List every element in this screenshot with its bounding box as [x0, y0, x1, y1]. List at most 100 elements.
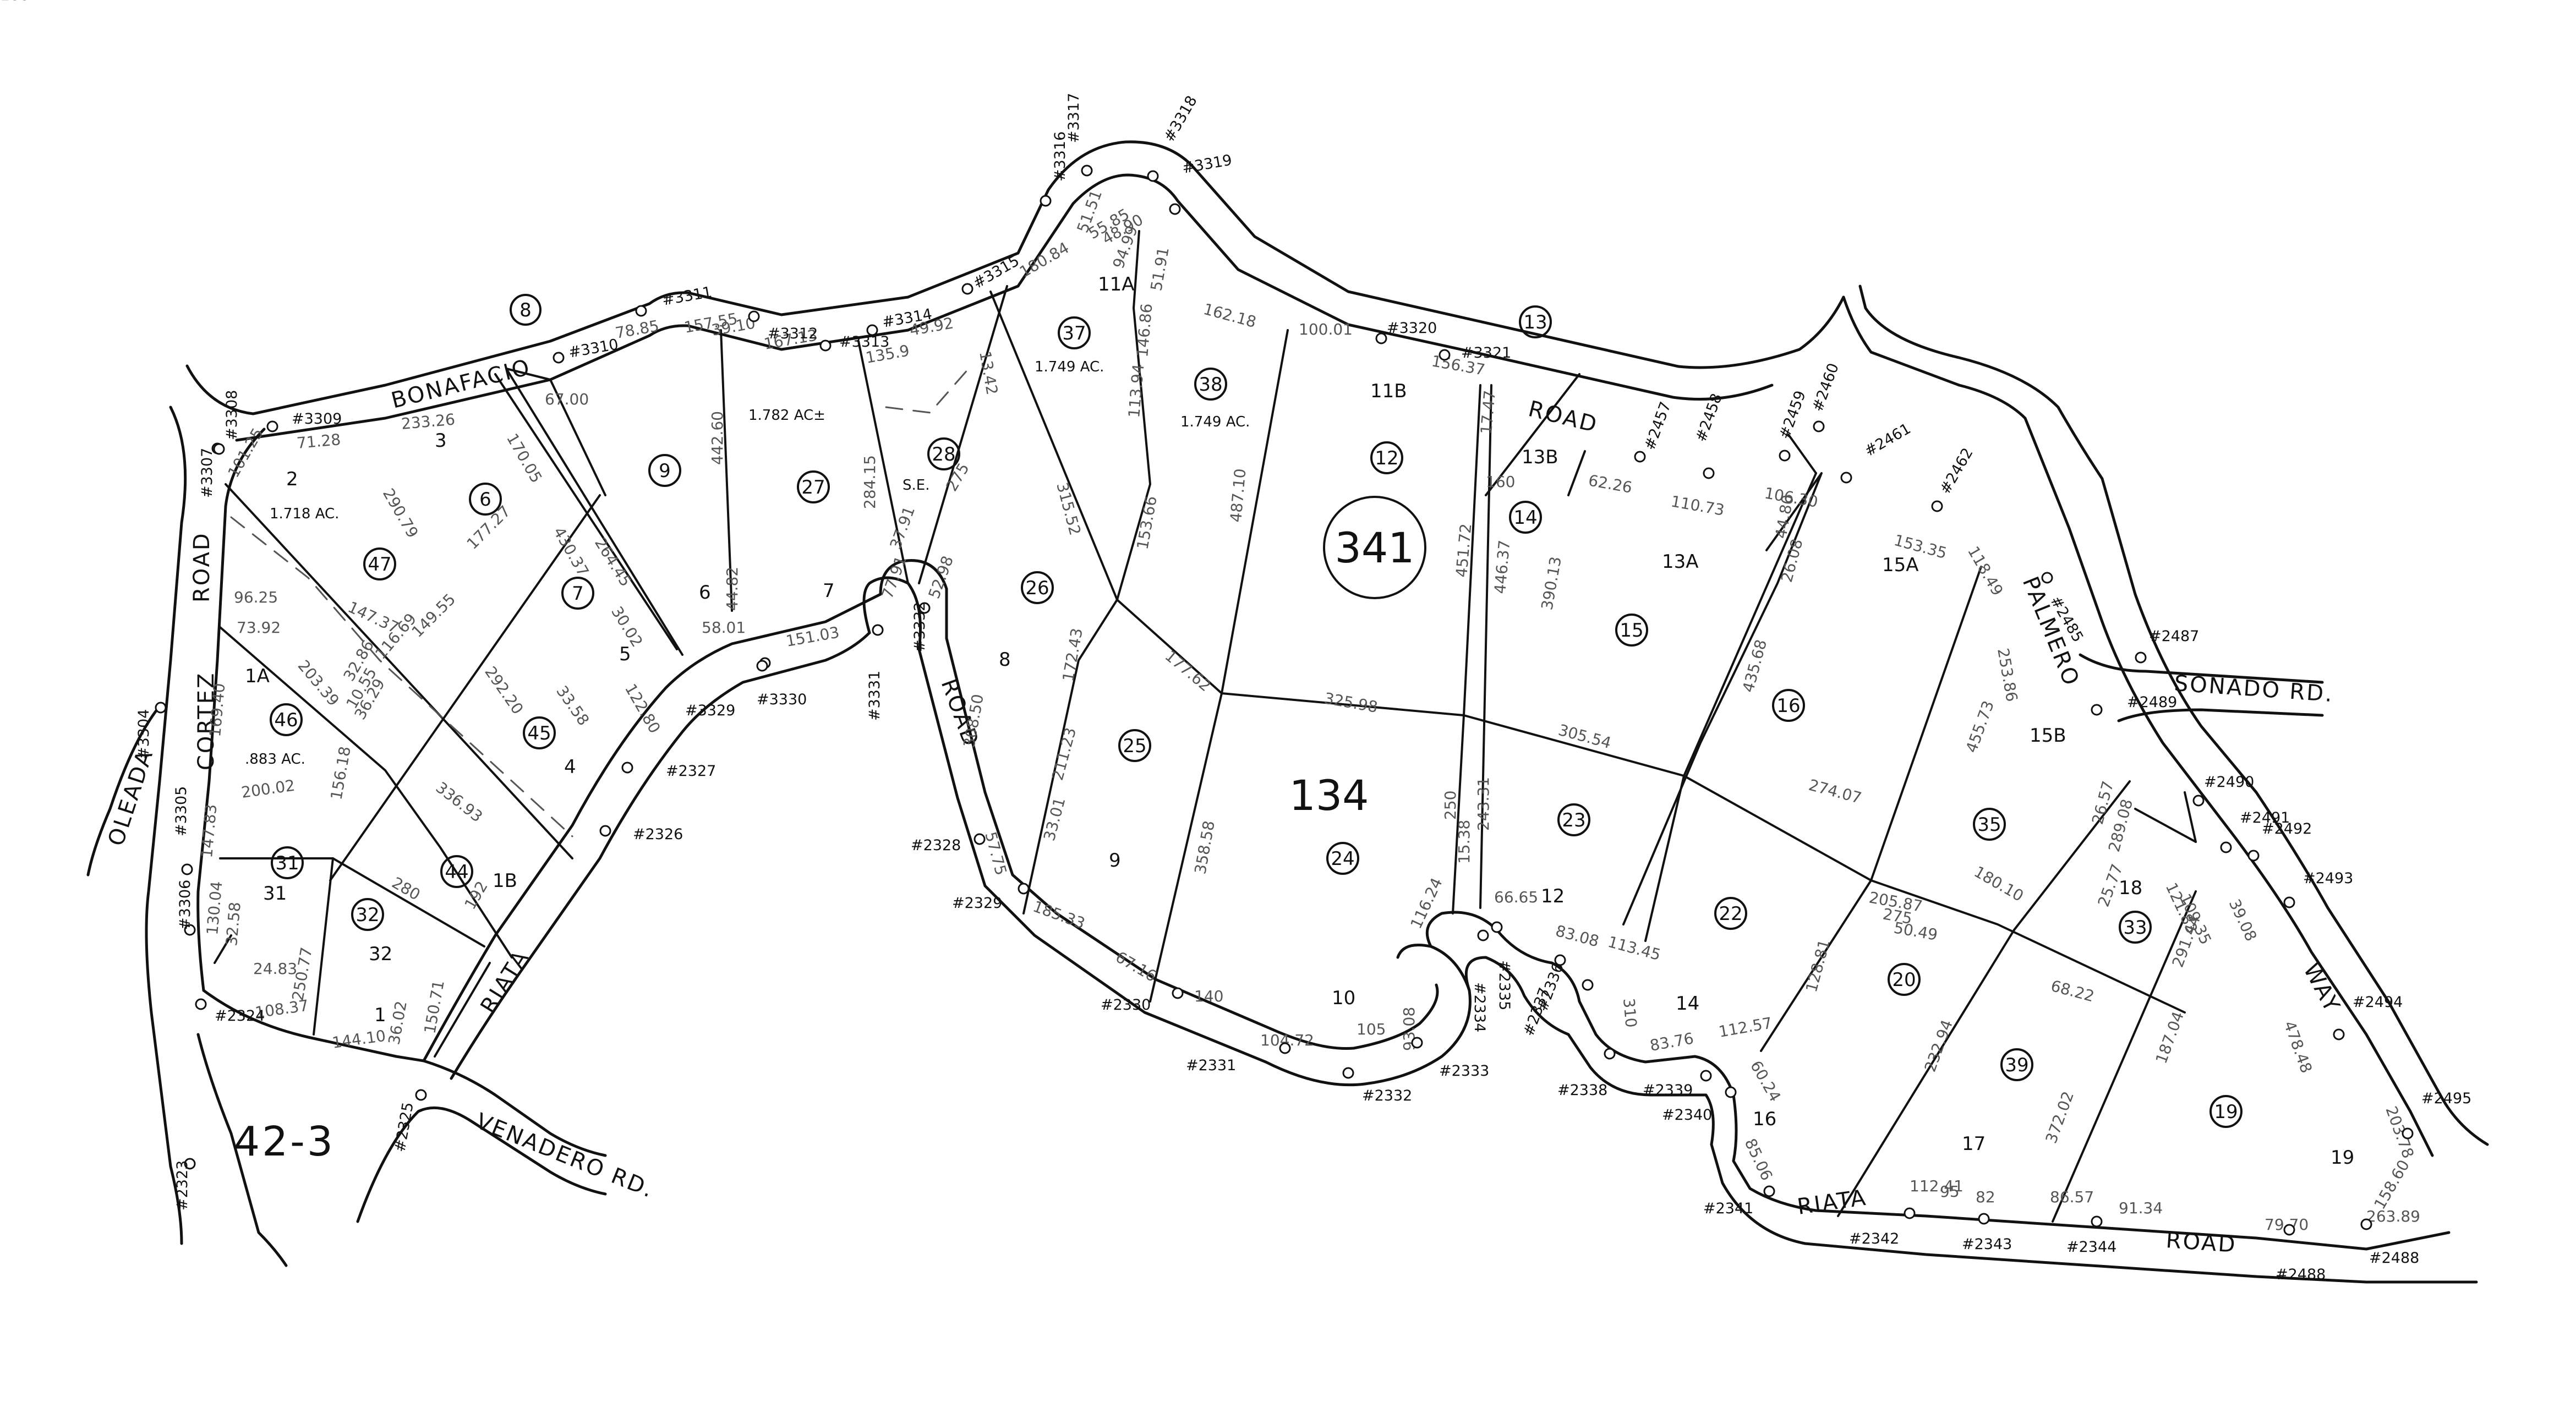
- address-marker: #3308: [213, 390, 240, 455]
- parcel-32-marker: 32: [351, 898, 384, 931]
- address-marker: #3332: [911, 602, 931, 652]
- dimension-label: 243.31: [1474, 777, 1492, 831]
- parcel-number: 26: [1025, 577, 1049, 599]
- address-point: [2333, 1028, 2345, 1040]
- address-number: #3309: [292, 410, 342, 428]
- dimension-label: 200.02: [240, 776, 296, 802]
- dimension-label: 156.18: [327, 745, 354, 801]
- address-number: #2343: [1962, 1236, 2012, 1253]
- parcel-38-marker: 38: [1194, 368, 1227, 401]
- lot-number: 4: [564, 756, 576, 778]
- lot-line-h: [505, 368, 683, 656]
- parcel-26-marker: 26: [1021, 571, 1054, 604]
- address-marker: #2326: [599, 825, 683, 843]
- dimension-label: 310: [1620, 998, 1640, 1028]
- map-number-circle: [1323, 496, 1426, 599]
- lot-number: 19: [2331, 1147, 2354, 1169]
- address-number: #2332: [1362, 1087, 1412, 1104]
- parcel-22-marker: 22: [1714, 897, 1747, 930]
- address-marker: #2331: [1186, 1042, 1291, 1074]
- parcel-7-marker: 7: [561, 577, 594, 610]
- parcel-33-marker: 33: [2119, 911, 2152, 944]
- lot-line-r: [1149, 329, 1289, 1003]
- address-point: [1477, 929, 1489, 941]
- address-number: #2492: [2262, 820, 2312, 837]
- parcel-9-marker: 9: [648, 454, 681, 487]
- lot-number: 1: [374, 1004, 386, 1026]
- dimension-label: 51.91: [1147, 246, 1172, 293]
- sonado-road-south-edge: [2117, 708, 2324, 722]
- address-point: [1779, 450, 1791, 462]
- address-number: #2333: [1439, 1063, 1489, 1080]
- parcel-37-marker: 37: [1058, 316, 1091, 349]
- address-number: #2494: [2353, 994, 2403, 1011]
- lot-number: 10: [1332, 987, 1355, 1009]
- address-point: [1931, 500, 1943, 512]
- address-marker: #2494: [2333, 994, 2403, 1040]
- address-number: #3330: [757, 691, 807, 708]
- parcel-39-marker: 39: [2000, 1048, 2033, 1081]
- dimension-label: 430.37: [550, 524, 593, 579]
- address-number: #3313: [839, 333, 889, 350]
- parcel-14-marker: 14: [1509, 501, 1542, 534]
- road-name: OLEADA: [103, 746, 158, 849]
- address-point: [1904, 1207, 1916, 1219]
- parcel-47-marker: 47: [363, 547, 396, 580]
- easement-lines: [230, 368, 970, 837]
- cortez-road-east-edge: [196, 428, 266, 992]
- address-number: #3311: [661, 284, 713, 309]
- address-number: #2488: [2369, 1250, 2419, 1267]
- dimension-label: 130.04: [203, 880, 226, 935]
- lot-line-f: [214, 934, 232, 964]
- dimension-label: 44.82: [723, 567, 741, 611]
- address-number: #2323: [174, 1160, 191, 1211]
- parcel-23-marker: 23: [1557, 803, 1590, 836]
- lot-line-l: [720, 329, 733, 612]
- dimension-label: 185.33: [1031, 897, 1087, 933]
- address-point: [599, 825, 611, 837]
- address-number: #2460: [1809, 361, 1842, 414]
- dimension-label: 455.73: [1962, 698, 1998, 755]
- address-point: [961, 283, 973, 295]
- address-number: #3320: [1387, 320, 1437, 337]
- address-point: [1081, 165, 1093, 177]
- parcel-number: 31: [275, 852, 299, 874]
- address-marker: #2323: [174, 1158, 196, 1211]
- dimension-label: 110.73: [1670, 492, 1726, 519]
- dimension-label: 62.26: [1587, 471, 1634, 496]
- address-point: [748, 310, 760, 322]
- address-number: #2326: [633, 826, 683, 843]
- dimension-label: 33.58: [553, 682, 593, 729]
- address-marker: #3312: [748, 310, 818, 342]
- culdesac-loop-inner: [1464, 956, 2478, 1284]
- address-marker: #3313: [819, 333, 889, 352]
- dimension-label: 203.39: [294, 656, 343, 709]
- dimension-label: 58.01: [702, 618, 746, 637]
- address-marker: #2457: [1634, 399, 1675, 463]
- road-names: BONAFACIO ROAD ROAD CORTEZ OLEADA RIATA …: [103, 354, 2345, 1258]
- parcel-25-marker: 25: [1118, 729, 1151, 762]
- center-road-west-edge: [862, 576, 1472, 1087]
- address-number: #3310: [567, 336, 620, 362]
- palmero-road-east-edge: [1858, 284, 2489, 1146]
- address-marker: #3331: [866, 624, 884, 721]
- address-point: [415, 1089, 427, 1101]
- address-point: [2220, 841, 2232, 853]
- dimension-label: 67.00: [545, 390, 589, 408]
- lot-line-z: [2052, 890, 2197, 1223]
- parcel-27-marker: 27: [797, 470, 830, 503]
- parcel-number: 39: [2005, 1054, 2028, 1076]
- address-point: [1147, 170, 1159, 182]
- dimension-label: 372.02: [2042, 1089, 2078, 1146]
- parcel-number: 14: [1513, 507, 1537, 529]
- parcel-15-marker: 15: [1615, 614, 1648, 647]
- lot-number: 3: [435, 430, 447, 452]
- address-marker: #2344: [2066, 1215, 2116, 1256]
- dimension-label: 50.49: [1893, 918, 1939, 944]
- dimension-label: 26.08: [1778, 537, 1807, 584]
- address-point: [1604, 1048, 1616, 1060]
- address-marker: #2487: [2135, 628, 2199, 664]
- dimension-label: 290.79: [379, 485, 422, 541]
- address-number: #2341: [1703, 1200, 1753, 1217]
- dimension-label: 100: [0, 0, 29, 4]
